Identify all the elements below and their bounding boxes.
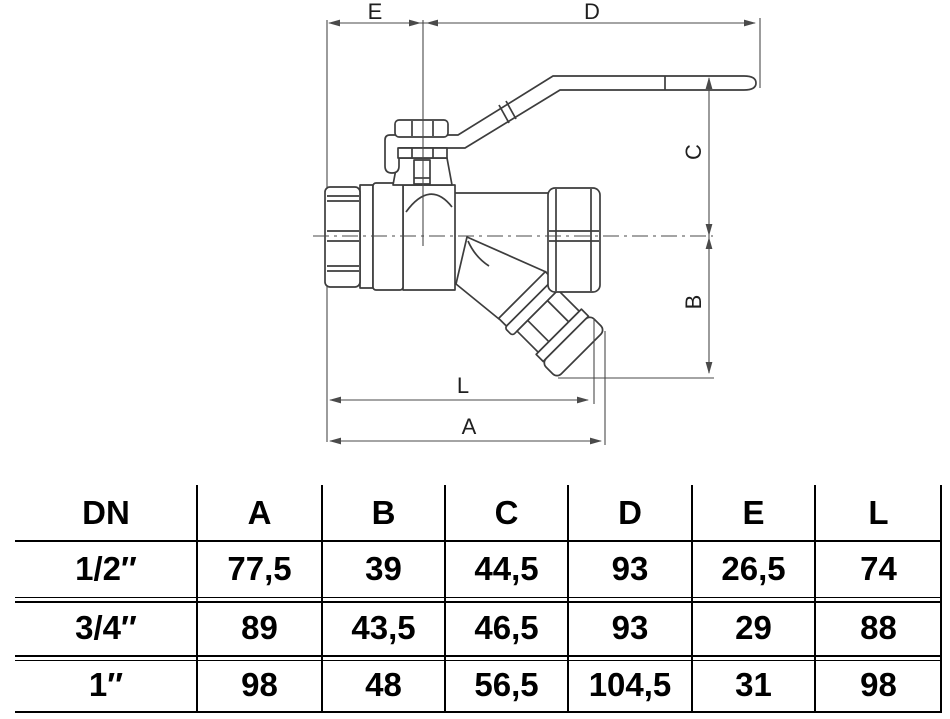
left-end-cap bbox=[324, 186, 361, 288]
stem-nut bbox=[394, 119, 449, 138]
table-column-rule bbox=[321, 485, 323, 713]
dimension-label-d: D bbox=[584, 0, 600, 24]
table-cell: 26,5 bbox=[721, 550, 786, 587]
table-column-rule bbox=[444, 485, 446, 713]
table-header-d: D bbox=[618, 493, 642, 531]
table-right-border bbox=[940, 485, 942, 713]
table-cell: 77,5 bbox=[227, 550, 292, 587]
table-header-dn: DN bbox=[82, 493, 130, 531]
dimension-arrows bbox=[328, 19, 756, 445]
table-cell: 44,5 bbox=[474, 550, 539, 587]
table-cell: 88 bbox=[860, 608, 897, 646]
table-column-rule bbox=[814, 485, 816, 713]
handle-bend-mark bbox=[498, 104, 510, 124]
table-column-rule bbox=[567, 485, 569, 713]
valve-technical-drawing: E D C B L A bbox=[313, 0, 761, 445]
table-row-rule bbox=[15, 601, 942, 603]
valve-handle bbox=[384, 75, 757, 174]
dimension-label-b: B bbox=[681, 295, 706, 310]
table-cell: 3/4″ bbox=[75, 608, 137, 646]
dimension-labels: E D C B L A bbox=[368, 0, 706, 439]
valve-artwork bbox=[324, 75, 757, 377]
arrow-b-top bbox=[705, 237, 713, 249]
table-cell: 93 bbox=[611, 608, 649, 646]
table-cell: 89 bbox=[241, 608, 278, 646]
table-cell: 98 bbox=[860, 666, 897, 703]
table-cell: 43,5 bbox=[351, 608, 416, 646]
table-header-a: A bbox=[247, 493, 272, 531]
handle-lever bbox=[384, 75, 757, 174]
table-bottom-border bbox=[15, 710, 942, 713]
table-cell: 48 bbox=[365, 666, 402, 703]
strainer-nut-facet bbox=[527, 319, 550, 343]
strainer-nut-facet bbox=[546, 300, 570, 323]
table-header-e: E bbox=[742, 493, 765, 531]
dimension-label-c: C bbox=[681, 144, 706, 160]
table-cell: 104,5 bbox=[588, 666, 672, 703]
table-cell: 31 bbox=[735, 666, 772, 703]
table-column-rule bbox=[196, 485, 198, 713]
dimensions-table-grid: DN A B C D E L 1/2″ 77,5 39 44,5 93 26,5… bbox=[15, 485, 942, 713]
stem bbox=[413, 159, 431, 185]
table-cell: 98 bbox=[241, 666, 278, 703]
body-dome-arc bbox=[405, 193, 453, 213]
table-header-c: C bbox=[494, 493, 519, 531]
arrow-d-right bbox=[744, 19, 756, 27]
table-header-l: L bbox=[868, 493, 889, 531]
arrow-d-left bbox=[426, 19, 438, 27]
strainer-cone-fillet bbox=[467, 240, 490, 267]
arrow-c-bottom bbox=[705, 224, 713, 236]
table-cell: 93 bbox=[611, 550, 649, 587]
left-cap-body bbox=[324, 186, 361, 288]
arrow-l-left bbox=[329, 396, 341, 404]
table-cell: 46,5 bbox=[474, 608, 539, 646]
strainer bbox=[455, 236, 604, 377]
table-cell: 56,5 bbox=[474, 666, 539, 703]
arrow-a-right bbox=[590, 437, 602, 445]
table-cell: 29 bbox=[735, 608, 772, 646]
arrow-c-top bbox=[705, 77, 713, 89]
table-column-rule bbox=[691, 485, 693, 713]
dimension-label-e: E bbox=[368, 0, 383, 24]
table-cell: 39 bbox=[365, 550, 402, 587]
table-row-rule bbox=[15, 655, 942, 657]
dimension-lines bbox=[313, 20, 755, 445]
table-header-b: B bbox=[371, 493, 396, 531]
right-nut-body bbox=[547, 187, 601, 293]
table-row-rule bbox=[15, 659, 942, 662]
table-cell: 74 bbox=[860, 550, 897, 587]
arrow-e-left bbox=[328, 19, 340, 27]
handle-bend-mark bbox=[505, 100, 517, 120]
table-row-rule bbox=[15, 596, 942, 599]
arrow-l-right bbox=[577, 396, 589, 404]
dimensions-table: DN A B C D E L 1/2″ 77,5 39 44,5 93 26,5… bbox=[15, 485, 942, 713]
table-header-rule bbox=[15, 540, 942, 542]
dimension-label-l: L bbox=[457, 373, 469, 398]
table-cell: 1″ bbox=[88, 666, 124, 703]
dimension-label-a: A bbox=[462, 414, 477, 439]
table-cell: 1/2″ bbox=[75, 550, 137, 587]
arrow-e-right bbox=[409, 19, 421, 27]
right-nut bbox=[547, 187, 601, 293]
strainer-cap bbox=[543, 316, 604, 377]
arrow-b-bottom bbox=[705, 362, 713, 374]
arrow-a-left bbox=[329, 437, 341, 445]
